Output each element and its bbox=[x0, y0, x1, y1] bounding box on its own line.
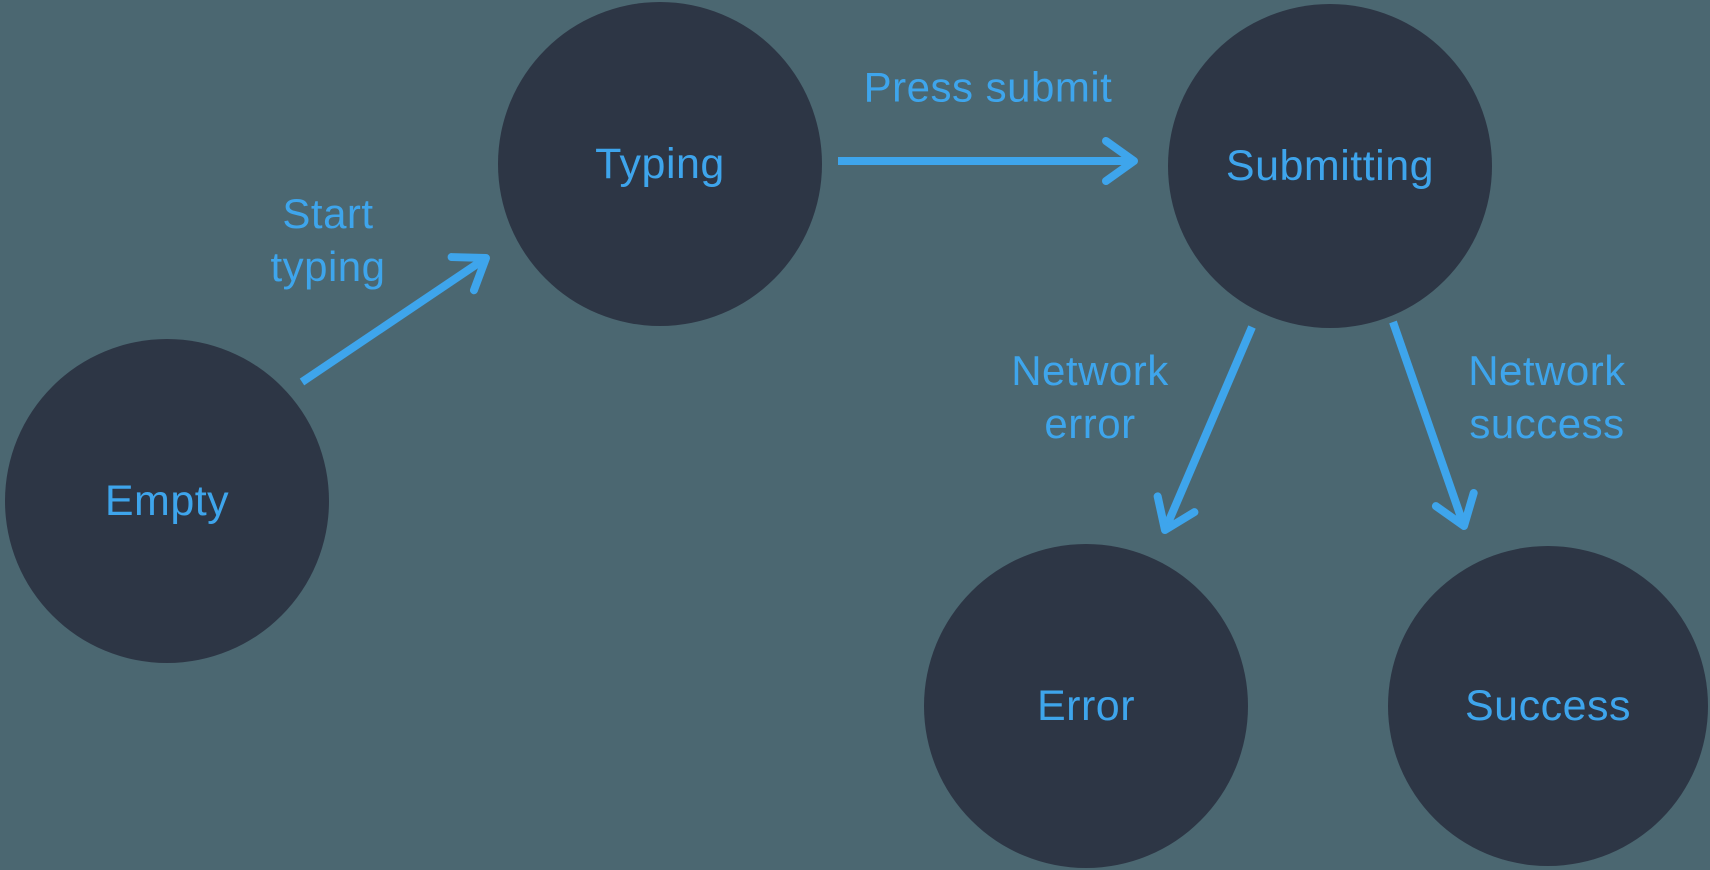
state-label-empty: Empty bbox=[104, 476, 230, 525]
transition-label-start-typing: Start typing bbox=[270, 190, 386, 290]
state-node-error: Error bbox=[924, 544, 1248, 868]
start-typing-arrow bbox=[299, 253, 490, 386]
state-node-submitting: Submitting bbox=[1168, 4, 1492, 328]
state-node-empty: Empty bbox=[5, 339, 329, 663]
transition-label-network-success: Network success bbox=[1468, 347, 1626, 447]
state-label-submitting: Submitting bbox=[1225, 141, 1435, 190]
network-success-arrow bbox=[1389, 320, 1478, 530]
transition-label-press-submit: Press submit bbox=[863, 63, 1113, 111]
transition-label-network-error: Network error bbox=[1011, 347, 1169, 447]
network-error-arrow bbox=[1153, 325, 1256, 534]
state-node-typing: Typing bbox=[498, 2, 822, 326]
state-node-success: Success bbox=[1388, 546, 1708, 866]
state-label-typing: Typing bbox=[595, 139, 725, 188]
state-label-error: Error bbox=[1036, 681, 1136, 730]
state-label-success: Success bbox=[1464, 681, 1631, 730]
